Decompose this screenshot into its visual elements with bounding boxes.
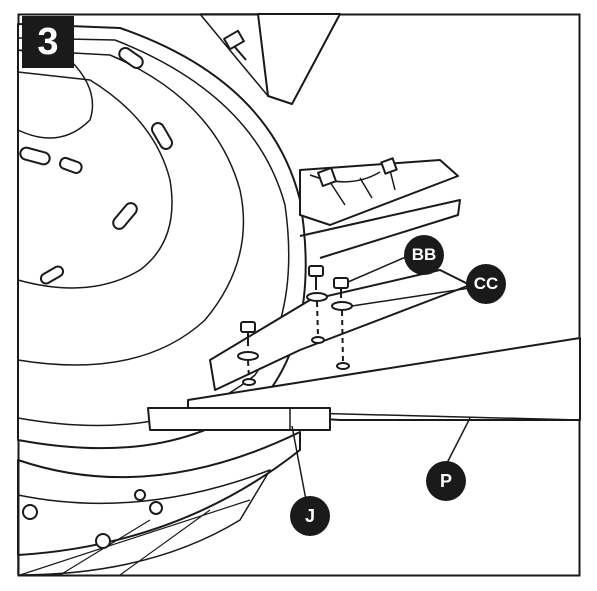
callout-j: J xyxy=(290,496,330,536)
callout-bb: BB xyxy=(404,235,444,275)
step-number: 3 xyxy=(22,16,74,68)
callout-cc: CC xyxy=(466,264,506,304)
motor-housing xyxy=(18,14,340,575)
callout-p: P xyxy=(426,461,466,501)
